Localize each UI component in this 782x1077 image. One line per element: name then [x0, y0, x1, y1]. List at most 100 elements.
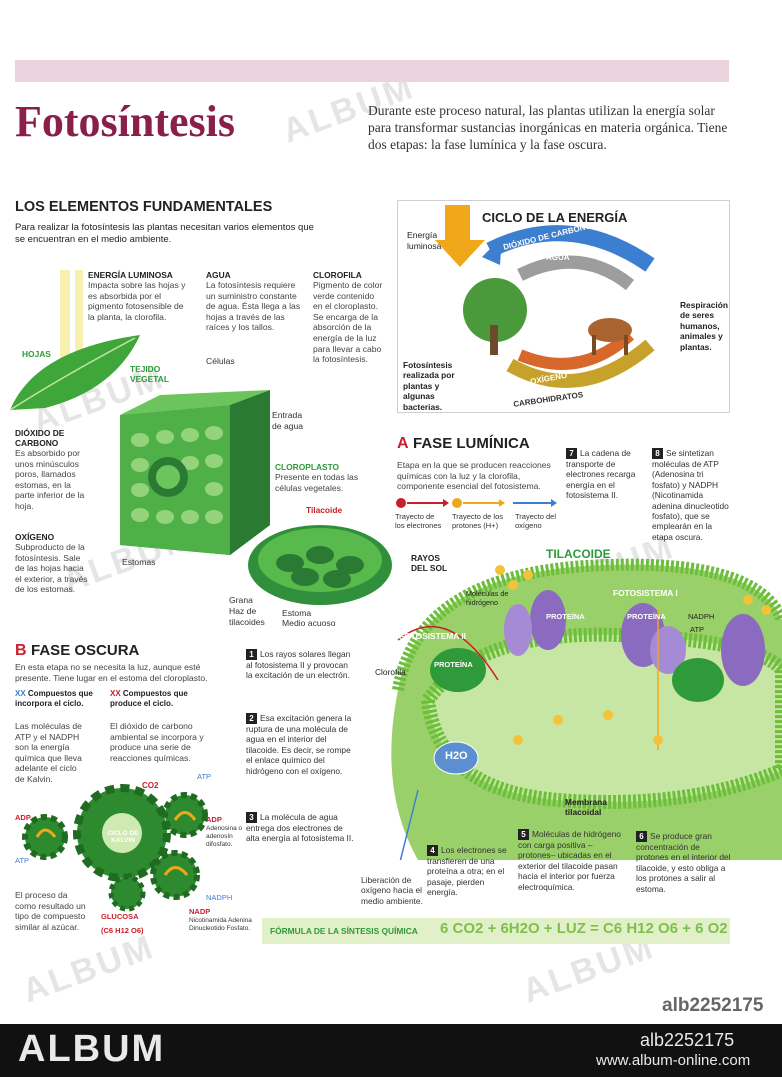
- footer-bar: [0, 1024, 782, 1077]
- ciclo-respiracion-label: Respiración de seres humanos, animales y…: [680, 300, 728, 352]
- agua-title: AGUA: [206, 270, 231, 280]
- clorofila-title: CLOROFILA: [313, 270, 362, 280]
- energy-cycle-illustration: [435, 205, 655, 388]
- fase-luminica-text: Etapa en la que se producen reacciones q…: [397, 460, 551, 492]
- proceso-text: El proceso da como resultado un tipo de …: [15, 890, 86, 932]
- album-logo[interactable]: ALBUM: [18, 1028, 166, 1070]
- fase-oscura-col2: El dióxido de carbono ambiental se incor…: [110, 721, 204, 763]
- dioxido-text: Es absorbido por unos minúsculos poros, …: [15, 448, 85, 511]
- legend-incorpora: XX Compuestos que incorpora el ciclo.: [15, 689, 93, 708]
- energia-title: ENERGÍA LUMINOSA: [88, 270, 173, 280]
- kalvin-cycle-illustration: [22, 784, 208, 912]
- light-beam-illustration: [60, 270, 83, 370]
- page-title: Fotosíntesis: [15, 97, 235, 146]
- clorofila-text: Pigmento de color verde contenido en el …: [313, 280, 383, 365]
- fotosistema2-label: FOTOSISTEMA II: [399, 631, 467, 641]
- legend-incorpora-text: Compuestos que incorpora el ciclo.: [15, 689, 93, 708]
- cloroplasto-title: CLOROPLASTO: [275, 462, 340, 472]
- fase-luminica-heading: A FASE LUMÍNICA: [397, 435, 530, 453]
- oxigeno-text: Subproducto de la fotosíntesis. Sale de …: [15, 542, 88, 595]
- haz-label: Haz de tilacoides: [229, 606, 265, 627]
- intro-text: Durante este proceso natural, las planta…: [368, 103, 728, 152]
- grana-label: Grana: [229, 595, 253, 605]
- adp-left-label: ADP: [15, 813, 31, 822]
- tejido-label: TEJIDO VEGETAL: [130, 364, 169, 384]
- oxigeno-block: OXÍGENO Subproducto de la fotosíntesis. …: [15, 532, 90, 595]
- legend-protones: Trayecto de los protones (H+): [452, 512, 503, 530]
- cloroplasto-block: CLOROPLASTO Presente en todas las célula…: [275, 462, 375, 493]
- liberacion-text: Liberación de oxígeno hacia el medio amb…: [361, 875, 423, 906]
- step-4-text: Los electrones se transfieren de una pro…: [427, 845, 507, 898]
- estoma-label: Estoma: [282, 608, 312, 618]
- glucosa-label: GLUCOSA: [101, 912, 139, 921]
- fase-oscura-title: FASE OSCURA: [31, 642, 140, 659]
- atp-blue-label: ATP: [197, 772, 212, 781]
- tilacoide-label: Tilacoide: [306, 505, 343, 515]
- step-8-text: Se sintetizan moléculas de ATP (Adenosin…: [652, 448, 729, 542]
- step-7-text: La cadena de transporte de electrones re…: [566, 448, 636, 501]
- glucosa-formula: (C6 H12 O6): [101, 926, 144, 935]
- clorofila-block: CLOROFILA Pigmento de color verde conten…: [313, 270, 383, 365]
- step-5-text: Moléculas de hidrógeno con carga positiv…: [518, 829, 621, 892]
- watermark: ALBUM: [17, 927, 160, 1011]
- formula-equation: 6 CO2 + 6H2O + LUZ = C6 H12 O6 + 6 O2: [440, 920, 728, 937]
- rayos-label: RAYOS DEL SOL: [411, 553, 448, 573]
- agua-block: AGUA La fotosíntesis requiere un suminis…: [206, 270, 302, 333]
- medio-label: Medio acuoso: [282, 618, 336, 628]
- formula-label: FÓRMULA DE LA SÍNTESIS QUÍMICA: [270, 926, 418, 936]
- fase-oscura-letter: B: [15, 642, 27, 659]
- fase-luminica-title: FASE LUMÍNICA: [413, 435, 530, 452]
- leaf-illustration: [9, 335, 140, 411]
- atp-left-label: ATP: [15, 856, 30, 865]
- nadp-label: NADP: [189, 907, 211, 916]
- legend-produce-text: Compuestos que produce el ciclo.: [110, 689, 188, 708]
- fase-oscura-col1: Las moléculas de ATP y el NADPH son la e…: [15, 721, 82, 784]
- step-1-text: Los rayos solares llegan al fotosistema …: [246, 649, 351, 681]
- fase-oscura-text: En esta etapa no se necesita la luz, aun…: [15, 662, 208, 683]
- nadph-label: NADPH: [688, 612, 715, 621]
- agua-text: La fotosíntesis requiere un suministro c…: [206, 280, 301, 333]
- adp-definition: Adenosina o adenosín difosfato.: [206, 825, 243, 848]
- celulas-label: Células: [206, 356, 235, 366]
- image-id-top: alb2252175: [662, 995, 764, 1016]
- legend-electrones: Trayecto de los electrones: [395, 512, 442, 530]
- site-url[interactable]: www.album-online.com: [596, 1052, 751, 1069]
- legend-oxigeno: Trayecto del oxígeno: [515, 512, 556, 530]
- header-band: [15, 60, 729, 82]
- elementos-heading: LOS ELEMENTOS FUNDAMENTALES: [15, 199, 273, 215]
- atp-label: ATP: [690, 625, 705, 634]
- h2o-label: H2O: [445, 750, 468, 762]
- step-6-text: Se produce gran concentración de protone…: [636, 831, 731, 894]
- kalvin-label: CICLO DE KALVIN: [107, 830, 139, 844]
- formula-band: [262, 918, 730, 944]
- dioxido-title: DIÓXIDO DE CARBONO: [15, 428, 65, 448]
- chloroplast-illustration: [248, 525, 392, 605]
- proteina-label-2: PROTEÍNA: [546, 612, 585, 621]
- image-id: alb2252175: [640, 1030, 735, 1050]
- nadph-blue-label: NADPH: [206, 893, 233, 902]
- oxigeno-title: OXÍGENO: [15, 532, 55, 542]
- nadp-definition: Nicotinamida Adenina Dinucleotido Fosfat…: [189, 917, 252, 932]
- hojas-label: HOJAS: [22, 349, 51, 359]
- step-3-text: La molécula de agua entrega dos electron…: [246, 812, 354, 844]
- fase-oscura-heading: B FASE OSCURA: [15, 642, 139, 660]
- elementos-subtitle: Para realizar la fotosíntesis las planta…: [15, 222, 314, 245]
- legend-arrows: [396, 498, 557, 508]
- co2-label: CO2: [142, 781, 159, 790]
- cloroplasto-text: Presente en todas las células vegetales.: [275, 472, 359, 493]
- proteina-label-1: PROTEÍNA: [434, 660, 473, 669]
- energia-block: ENERGÍA LUMINOSA Impacta sobre las hojas…: [88, 270, 188, 322]
- clorofila-label-2: Clorofila: [375, 667, 406, 677]
- estomas-label: Estomas: [122, 557, 156, 567]
- energia-text: Impacta sobre las hojas y es absorbida p…: [88, 280, 186, 322]
- dioxido-block: DIÓXIDO DE CARBONO Es absorbido por unos…: [15, 428, 85, 512]
- adp-right-label: ADP: [206, 815, 222, 824]
- fase-luminica-letter: A: [397, 435, 409, 452]
